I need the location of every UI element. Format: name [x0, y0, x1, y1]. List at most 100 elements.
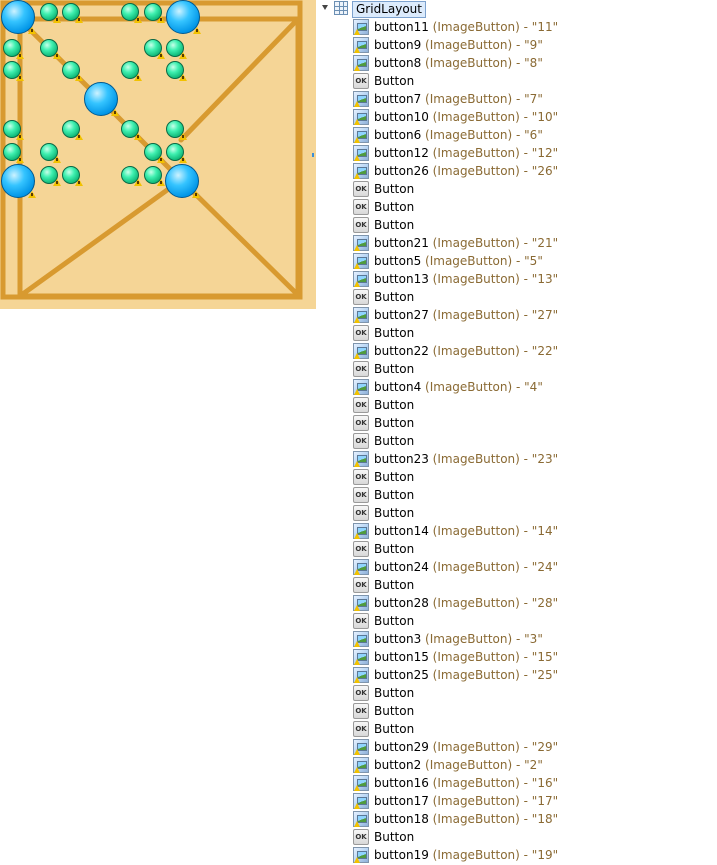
outline-item-id: button16: [374, 776, 429, 790]
outline-item-label: button6 (ImageButton) - "6": [374, 126, 543, 144]
outline-item-meta: (ImageButton) - "16": [428, 776, 559, 790]
image-button-icon: [353, 163, 369, 179]
outline-item-text: 29: [537, 740, 553, 754]
outline-item-id: Button: [374, 578, 415, 592]
outline-item-label: Button: [374, 198, 414, 216]
outline-item-id: Button: [374, 542, 415, 556]
outline-item-text: 12: [537, 146, 553, 160]
outline-item-id: button2: [374, 758, 422, 772]
root-label[interactable]: GridLayout: [352, 1, 426, 18]
outline-item-id: button21: [374, 236, 429, 250]
outline-item-id: button8: [374, 56, 422, 70]
outline-item-text: 5: [529, 254, 538, 268]
image-button-icon: [353, 127, 369, 143]
outline-item-id: button3: [374, 632, 422, 646]
outline-root-node[interactable]: GridLayout: [320, 0, 717, 18]
outline-item-id: Button: [374, 398, 415, 412]
outline-item-text: 23: [537, 452, 553, 466]
outline-item-id: Button: [374, 218, 415, 232]
outline-item-label: Button: [374, 216, 414, 234]
outline-item-label: button3 (ImageButton) - "3": [374, 630, 543, 648]
warning-icon: [134, 133, 142, 140]
image-button-icon: [353, 775, 369, 791]
outline-item-text: 9: [529, 38, 538, 52]
outline-item-label: button12 (ImageButton) - "12": [374, 144, 558, 162]
ok-button-icon: OK: [353, 181, 369, 197]
outline-item-type: ImageButton: [437, 236, 516, 250]
image-button-icon: [353, 253, 369, 269]
warning-icon: [179, 52, 187, 59]
outline-item-type: ImageButton: [437, 812, 516, 826]
warning-icon: [157, 52, 165, 59]
outline-item-label: button19 (ImageButton) - "19": [374, 846, 558, 864]
outline-item-type: ImageButton: [437, 740, 516, 754]
outline-item-label: Button: [374, 396, 414, 414]
outline-item-id: Button: [374, 614, 415, 628]
outline-item-type: ImageButton: [437, 452, 516, 466]
outline-item-text: 26: [537, 164, 553, 178]
outline-item-label: button7 (ImageButton) - "7": [374, 90, 543, 108]
outline-item-text: 4: [529, 380, 538, 394]
outline-tree: GridLayout button11 (ImageButton) - "11"…: [320, 0, 717, 865]
outline-item-type: ImageButton: [437, 110, 516, 124]
outline-item-meta: (ImageButton) - "19": [428, 848, 559, 862]
outline-item-type: ImageButton: [437, 146, 516, 160]
outline-item-label: button26 (ImageButton) - "26": [374, 162, 558, 180]
outline-item-meta: (ImageButton) - "14": [428, 524, 559, 538]
outline-item-text: 11: [537, 20, 553, 34]
outline-item-meta: (ImageButton) - "29": [428, 740, 559, 754]
warning-icon: [75, 133, 83, 140]
outline-item-id: Button: [374, 506, 415, 520]
outline-item-meta: (ImageButton) - "5": [421, 254, 543, 268]
expand-arrow-icon[interactable]: [322, 5, 328, 10]
design-canvas[interactable]: [0, 0, 316, 309]
outline-item-type: ImageButton: [429, 38, 508, 52]
ok-button-icon: OK: [353, 505, 369, 521]
warning-icon: [193, 27, 201, 34]
outline-item-text: 6: [529, 128, 538, 142]
image-button-icon: [353, 523, 369, 539]
warning-icon: [192, 191, 200, 198]
outline-item-id: Button: [374, 362, 415, 376]
outline-item-id: button18: [374, 812, 429, 826]
board-diagonal-se: [178, 177, 303, 300]
outline-item-type: ImageButton: [429, 128, 508, 142]
image-button-icon: [353, 631, 369, 647]
resize-handle[interactable]: [312, 153, 314, 157]
outline-item-text: 15: [537, 650, 553, 664]
image-button-icon: [353, 37, 369, 53]
outline-item-id: Button: [374, 416, 415, 430]
outline-item-id: button5: [374, 254, 422, 268]
outline-item-type: ImageButton: [437, 344, 516, 358]
outline-item-id: button6: [374, 128, 422, 142]
warning-icon: [157, 16, 165, 23]
warning-icon: [53, 16, 61, 23]
outline-item-label: button29 (ImageButton) - "29": [374, 738, 558, 756]
outline-item-label: button4 (ImageButton) - "4": [374, 378, 543, 396]
outline-item-id: Button: [374, 74, 415, 88]
ok-button-icon: OK: [353, 577, 369, 593]
warning-icon: [157, 179, 165, 186]
outline-item-label: Button: [374, 180, 414, 198]
image-button-icon: [353, 235, 369, 251]
outline-item-label: button25 (ImageButton) - "25": [374, 666, 558, 684]
outline-item-type: ImageButton: [429, 380, 508, 394]
outline-item-type: ImageButton: [437, 668, 516, 682]
image-button-icon: [353, 145, 369, 161]
outline-item-meta: (ImageButton) - "22": [428, 344, 559, 358]
outline-item-label: button18 (ImageButton) - "18": [374, 810, 558, 828]
outline-item-type: ImageButton: [437, 596, 516, 610]
outline-item-id: button4: [374, 380, 422, 394]
ok-button-icon: OK: [353, 433, 369, 449]
outline-item-label: Button: [374, 414, 414, 432]
image-button-icon: [353, 757, 369, 773]
ok-button-icon: OK: [353, 613, 369, 629]
outline-item-text: 24: [537, 560, 553, 574]
ok-button-icon: OK: [353, 685, 369, 701]
outline-item-type: ImageButton: [429, 758, 508, 772]
warning-icon: [28, 191, 36, 198]
outline-item-type: ImageButton: [437, 848, 516, 862]
outline-item-meta: (ImageButton) - "11": [428, 20, 559, 34]
outline-item-id: Button: [374, 722, 415, 736]
outline-item-type: ImageButton: [437, 794, 516, 808]
